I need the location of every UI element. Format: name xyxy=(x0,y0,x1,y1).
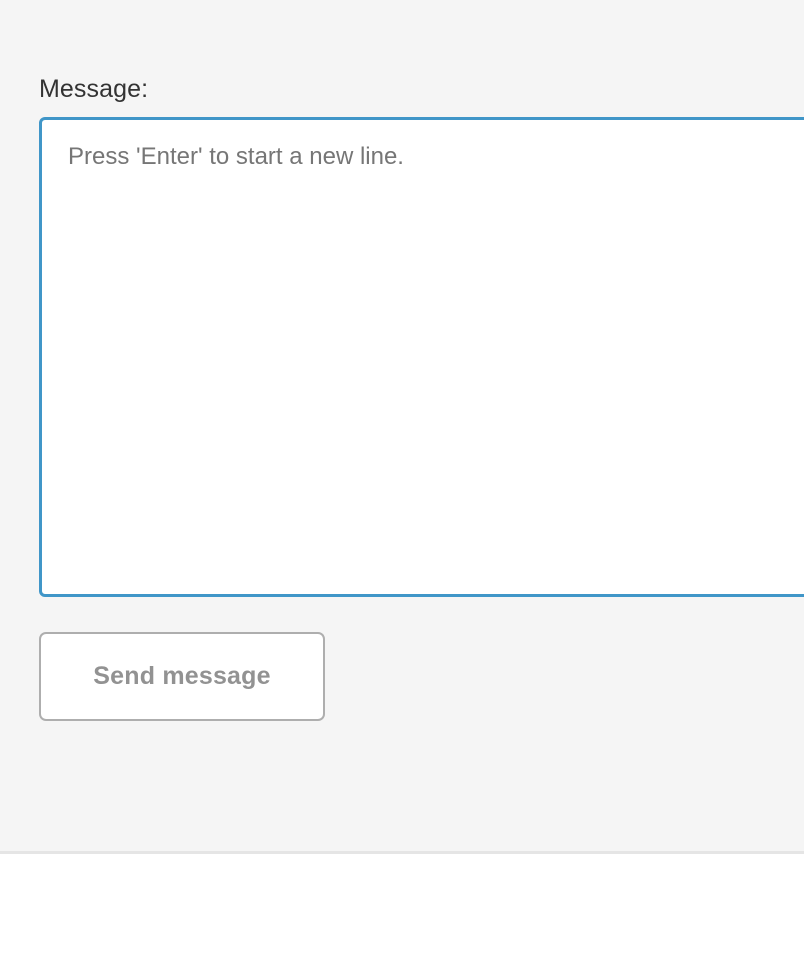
panel-divider xyxy=(0,851,804,854)
message-input[interactable] xyxy=(39,117,804,597)
message-composer-panel: Message: Send message xyxy=(39,75,804,721)
send-message-button[interactable]: Send message xyxy=(39,632,325,721)
page-background-below-panel xyxy=(0,854,804,980)
message-field-label: Message: xyxy=(39,75,149,103)
